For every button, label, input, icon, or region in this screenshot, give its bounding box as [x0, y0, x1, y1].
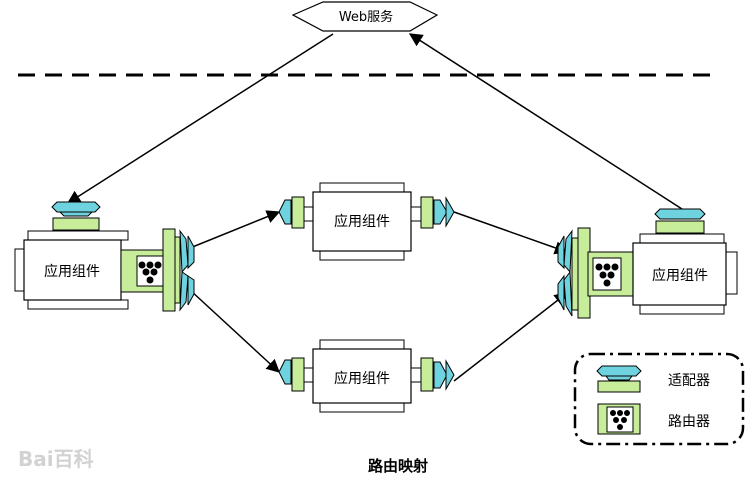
component-bottom-label: 应用组件 [334, 370, 390, 387]
component-right-label: 应用组件 [652, 267, 708, 284]
adapter-icon [557, 229, 573, 317]
arrow-bottom-to-right [453, 292, 569, 382]
diagram-caption: 路由映射 [368, 457, 428, 475]
arrow-web-to-left [66, 33, 334, 204]
adapter-icon [51, 201, 101, 231]
web-service-node: Web服务 [291, 1, 439, 32]
adapter-icon [420, 357, 455, 392]
adapter-icon [278, 196, 305, 229]
legend: 适配器 路由器 [573, 352, 745, 446]
adapter-icon [278, 357, 305, 392]
component-right: 应用组件 [557, 208, 738, 319]
arrow-left-to-bottom [189, 289, 280, 373]
component-bottom: 应用组件 [278, 339, 455, 413]
legend-router-label: 路由器 [668, 414, 710, 430]
adapter-icon [654, 208, 706, 234]
router-icon [571, 227, 635, 319]
watermark: Bai百科 [18, 447, 94, 471]
arrow-top-to-right [453, 211, 569, 255]
adapter-icon [179, 229, 195, 312]
arrow-left-to-top [189, 210, 281, 249]
adapter-icon [596, 365, 642, 393]
arrow-right-to-web [408, 33, 683, 210]
adapter-icon [420, 196, 455, 229]
legend-adapter-label: 适配器 [668, 373, 710, 389]
component-top-label: 应用组件 [334, 213, 390, 230]
arrows [66, 33, 683, 382]
component-left-label: 应用组件 [44, 263, 100, 280]
component-top: 应用组件 [278, 182, 455, 261]
router-icon [120, 228, 181, 312]
component-left: 应用组件 [14, 201, 195, 312]
web-service-label: Web服务 [339, 9, 393, 25]
router-icon [597, 403, 641, 435]
